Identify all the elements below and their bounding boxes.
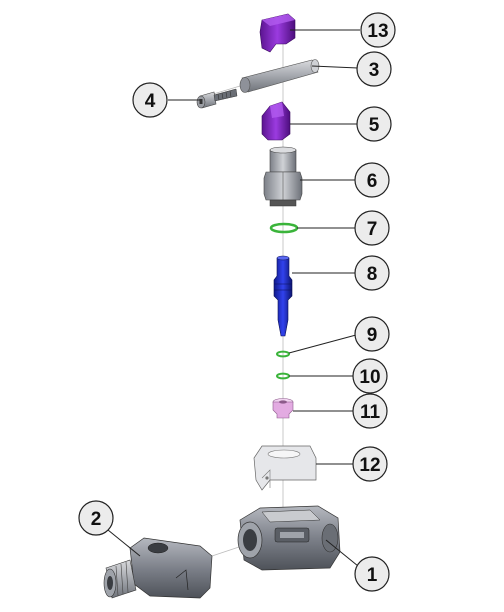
callout-4-label: 4 xyxy=(145,91,156,112)
callout-2: 2 xyxy=(78,500,114,536)
leader-3 xyxy=(311,65,359,69)
callout-7: 7 xyxy=(354,210,390,246)
callout-13: 13 xyxy=(360,12,396,48)
side-fitting-icon xyxy=(103,537,213,599)
callout-11: 11 xyxy=(352,393,388,429)
callout-6: 6 xyxy=(354,162,390,198)
o-ring-icon xyxy=(269,222,299,234)
blue-tube-icon xyxy=(273,255,293,337)
callout-11-label: 11 xyxy=(360,402,381,423)
leader-1 xyxy=(325,539,359,567)
bracket-icon xyxy=(253,445,317,491)
pink-bushing-icon xyxy=(272,398,294,419)
valve-body-icon xyxy=(237,505,341,571)
callout-3-label: 3 xyxy=(369,60,380,81)
purple-cap-icon xyxy=(259,13,296,53)
leader-2 xyxy=(107,529,141,557)
callout-7-label: 7 xyxy=(367,219,378,240)
small-o-ring-icon xyxy=(276,350,290,358)
callout-10-label: 10 xyxy=(359,367,380,388)
callout-13-label: 13 xyxy=(367,21,388,42)
screw-icon xyxy=(196,88,238,109)
callout-8-label: 8 xyxy=(367,264,378,285)
purple-knob-icon xyxy=(261,101,291,141)
callout-9: 9 xyxy=(354,316,390,352)
callout-1-label: 1 xyxy=(367,565,378,586)
callout-3: 3 xyxy=(356,51,392,87)
callout-10: 10 xyxy=(352,358,388,394)
callout-8: 8 xyxy=(354,255,390,291)
callout-6-label: 6 xyxy=(367,171,378,192)
callout-12: 12 xyxy=(352,446,388,482)
callout-1: 1 xyxy=(354,556,390,592)
gray-rod-icon xyxy=(239,59,320,93)
callout-4: 4 xyxy=(132,82,168,118)
callout-5: 5 xyxy=(356,106,392,142)
callout-12-label: 12 xyxy=(359,455,380,476)
fitting-icon xyxy=(263,146,303,207)
callout-9-label: 9 xyxy=(367,325,378,346)
callout-5-label: 5 xyxy=(369,115,380,136)
leader-9 xyxy=(288,334,357,354)
callout-2-label: 2 xyxy=(91,509,102,530)
